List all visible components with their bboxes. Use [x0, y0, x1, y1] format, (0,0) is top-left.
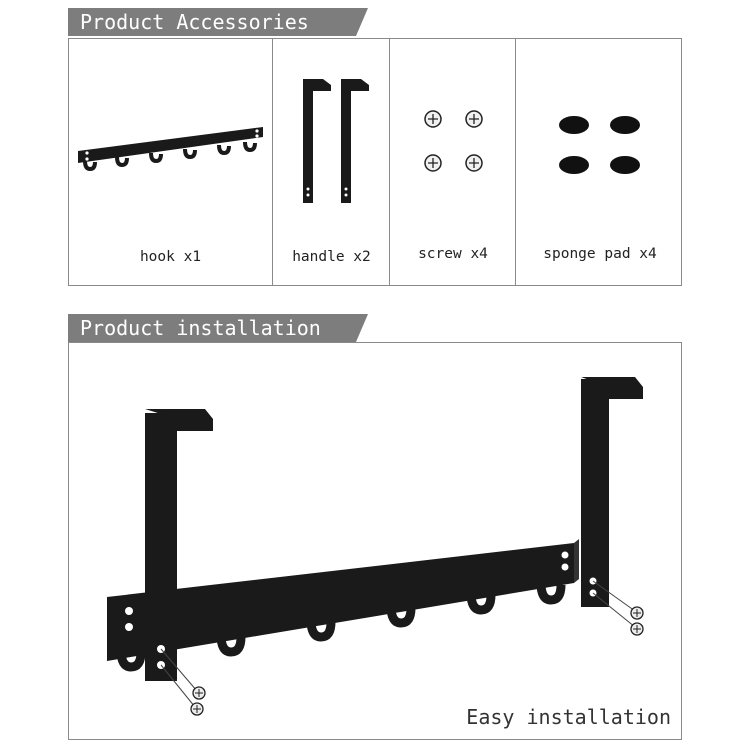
accessory-screw: screw x4	[389, 39, 516, 285]
assembled-hook-rack-illustration	[107, 377, 644, 716]
accessory-hook-label: hook x1	[139, 249, 202, 265]
accessories-heading: Product Accessories	[68, 8, 368, 36]
hook-rack-icon	[78, 127, 263, 172]
accessory-sponge-pad-label: sponge pad x4	[543, 246, 657, 262]
screw-icon	[424, 110, 483, 172]
accessory-handle-label: handle x2	[292, 249, 371, 265]
installation-panel: Easy installation	[68, 342, 682, 740]
installation-caption: Easy installation	[466, 705, 671, 729]
accessories-panel: hook x1 handle x2	[68, 38, 682, 286]
accessory-screw-label: screw x4	[418, 246, 488, 262]
accessory-handle: handle x2	[272, 39, 390, 285]
accessory-hook: hook x1	[69, 39, 272, 285]
sponge-pad-icon	[559, 116, 640, 174]
door-handle-icon	[303, 79, 369, 203]
accessory-sponge-pad: sponge pad x4	[515, 39, 684, 285]
installation-heading: Product installation	[68, 314, 368, 342]
